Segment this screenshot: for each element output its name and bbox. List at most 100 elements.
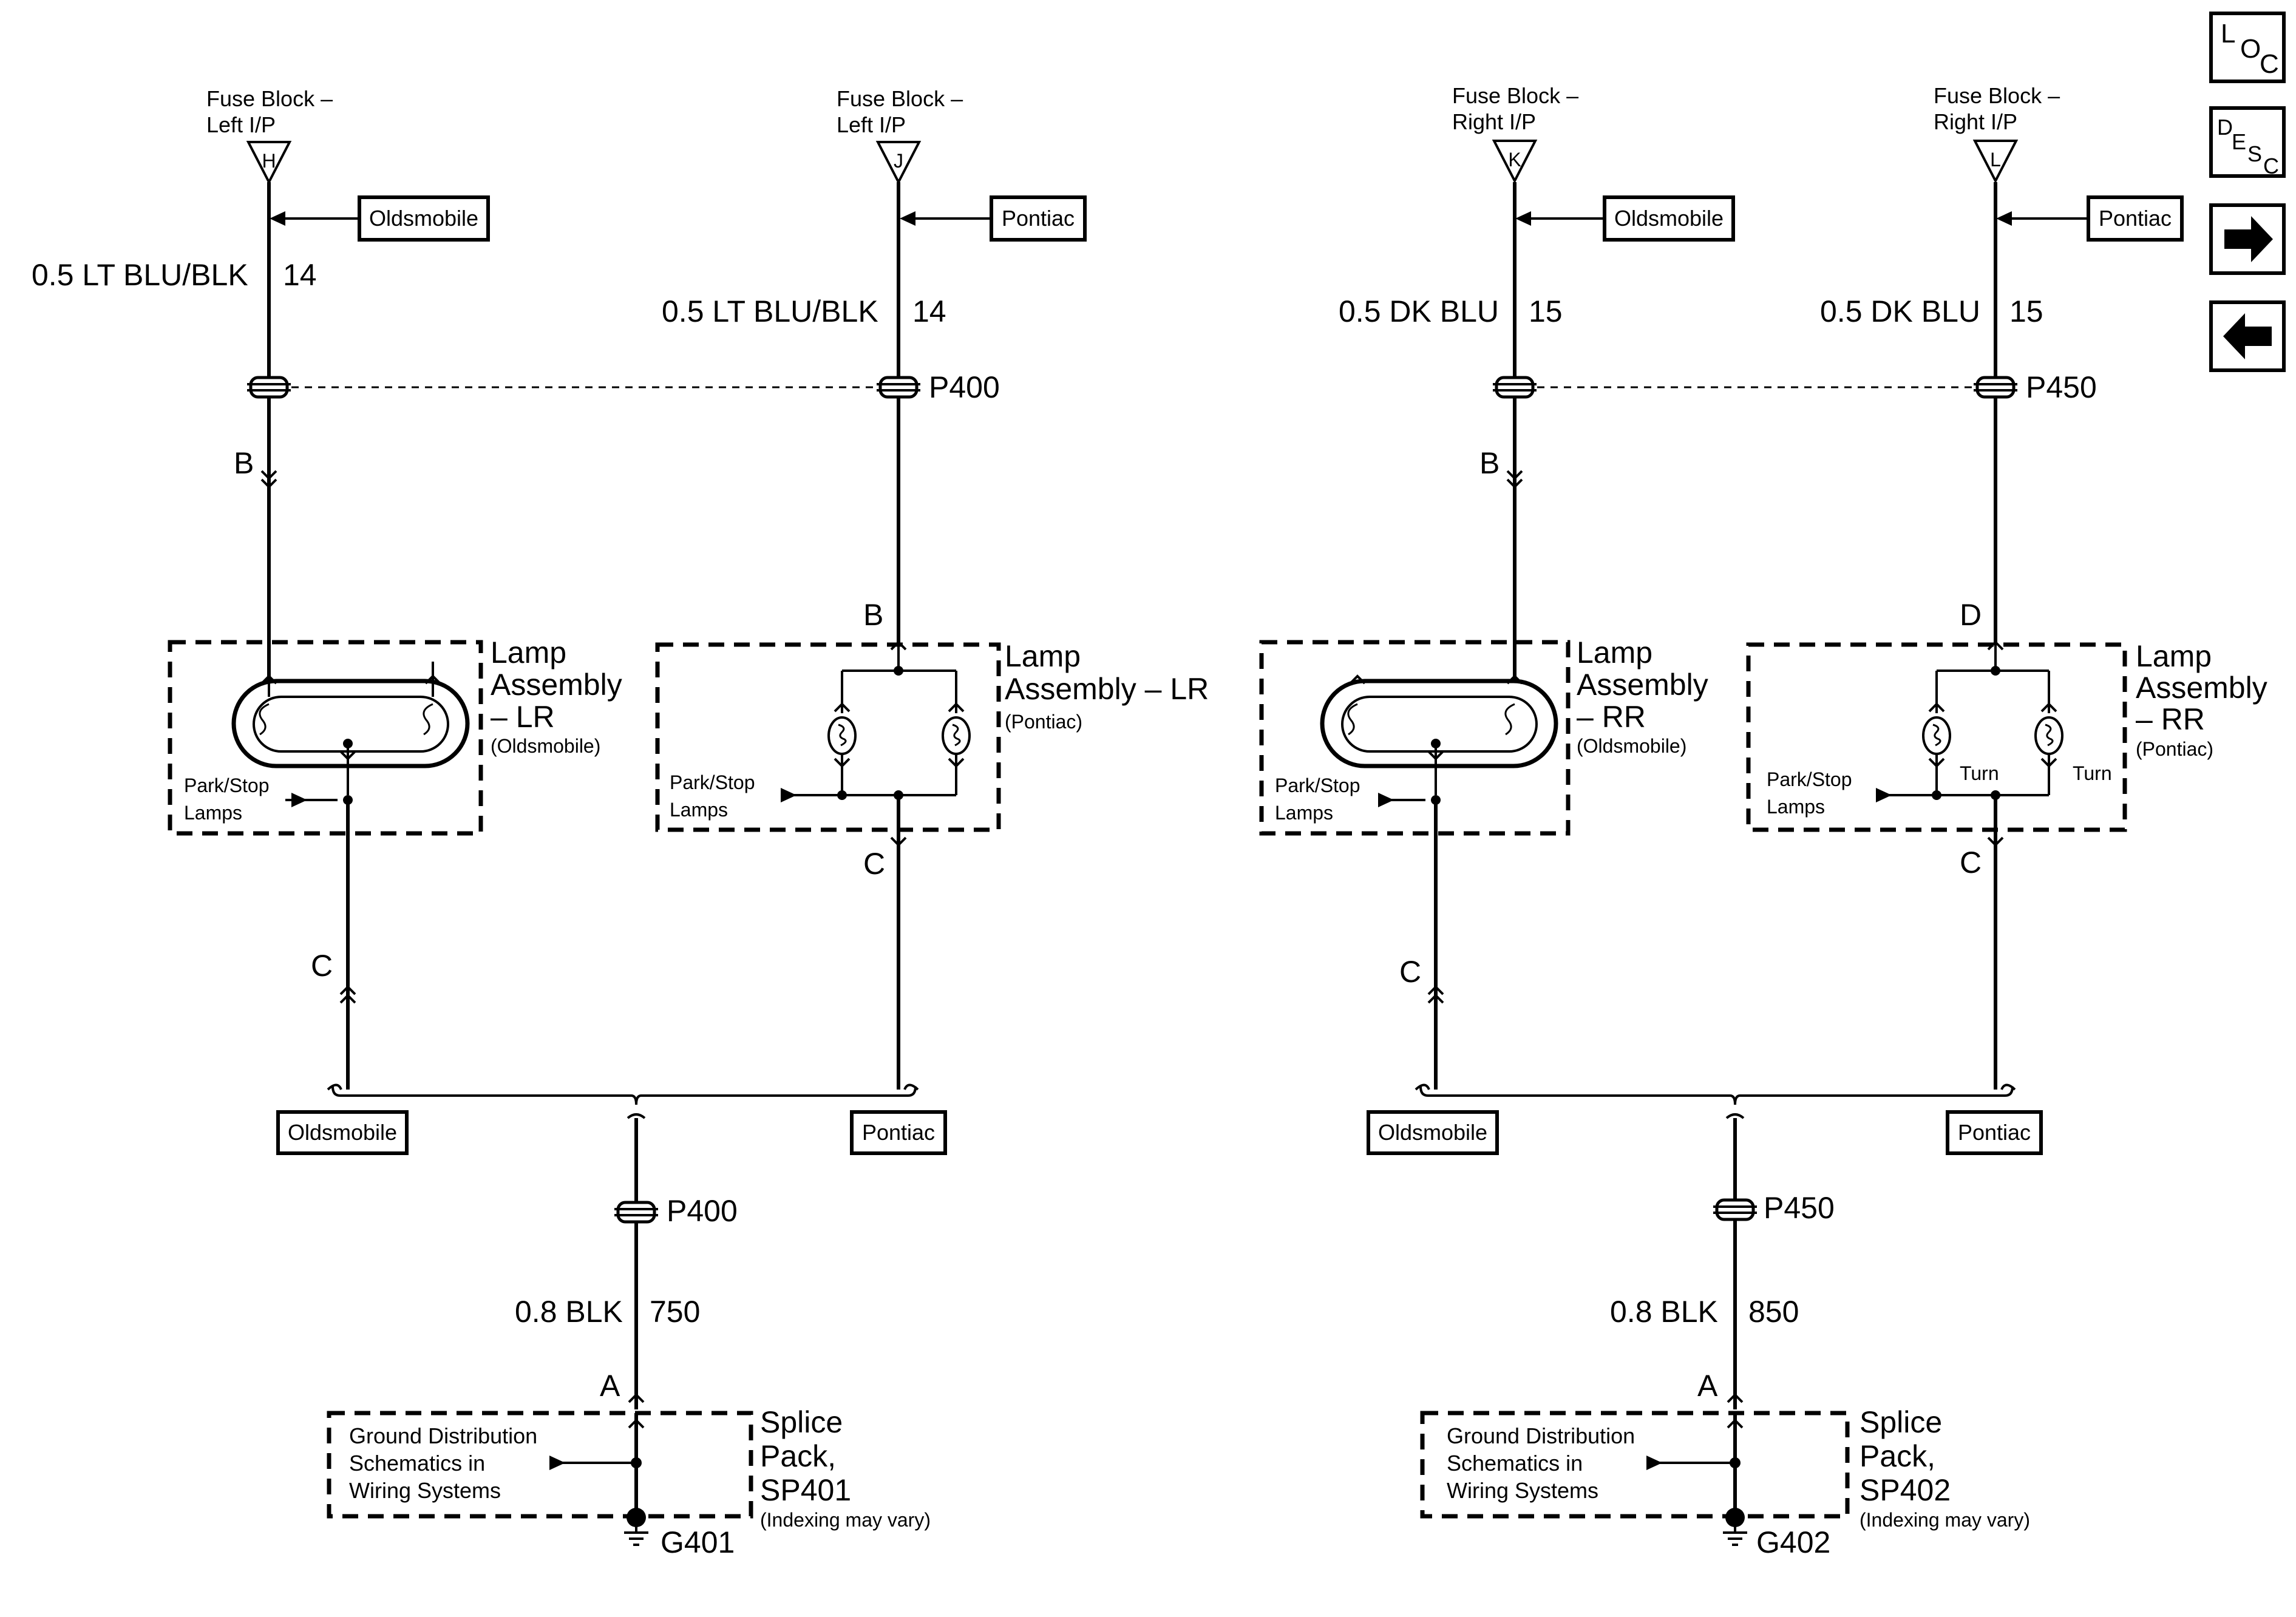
svg-text:0.8 BLK: 0.8 BLK — [515, 1295, 623, 1329]
svg-text:A: A — [1697, 1369, 1718, 1403]
svg-text:G402: G402 — [1756, 1525, 1830, 1559]
svg-text:Assembly: Assembly — [491, 668, 622, 702]
ground-g401: G401 — [624, 1508, 735, 1559]
svg-text:15: 15 — [1529, 294, 1563, 328]
svg-text:Pontiac: Pontiac — [1002, 206, 1075, 231]
option-tag-pontiac-2: Pontiac — [1996, 195, 2184, 242]
svg-text:A: A — [600, 1369, 620, 1403]
svg-text:Fuse Block –: Fuse Block – — [1452, 83, 1578, 108]
fuse-block-l: Fuse Block – Right I/P L — [1934, 83, 2060, 182]
svg-text:B: B — [863, 598, 883, 632]
svg-text:Park/Stop: Park/Stop — [1767, 768, 1852, 790]
svg-text:– RR: – RR — [1577, 700, 1646, 734]
fuse-block-j: Fuse Block – Left I/P J — [837, 86, 963, 183]
svg-text:L: L — [2221, 19, 2235, 49]
fuse-block-k: Fuse Block – Right I/P K — [1452, 83, 1578, 182]
fuse-block-h: Fuse Block – Left I/P H — [206, 86, 333, 183]
ground-g402: G402 — [1723, 1508, 1830, 1559]
lamp-assembly-rr-pontiac: Turn Turn Park/Stop Lamps Lamp Assembly … — [1746, 639, 2267, 832]
svg-text:(Indexing may vary): (Indexing may vary) — [1860, 1509, 2030, 1531]
splice-pack-sp401: Ground Distribution Schematics in Wiring… — [327, 1405, 931, 1531]
svg-text:P450: P450 — [1764, 1191, 1835, 1225]
svg-text:Pack,: Pack, — [760, 1439, 836, 1473]
svg-text:(Oldsmobile): (Oldsmobile) — [491, 735, 600, 757]
svg-text:0.8 BLK: 0.8 BLK — [1610, 1295, 1718, 1329]
svg-text:Right I/P: Right I/P — [1452, 109, 1536, 134]
svg-text:– RR: – RR — [2136, 702, 2205, 736]
svg-text:Right I/P: Right I/P — [1934, 109, 2017, 134]
option-tag-oldsmobile-3: Oldsmobile — [276, 1110, 409, 1155]
svg-text:Pontiac: Pontiac — [862, 1120, 935, 1145]
svg-text:Assembly – LR: Assembly – LR — [1005, 672, 1209, 706]
svg-text:H: H — [262, 150, 276, 172]
svg-text:Oldsmobile: Oldsmobile — [1614, 206, 1724, 231]
svg-text:Ground Distribution: Ground Distribution — [1447, 1423, 1635, 1448]
svg-text:Splice: Splice — [1860, 1405, 1942, 1439]
svg-text:P450: P450 — [2026, 370, 2097, 404]
svg-text:O: O — [2240, 34, 2261, 64]
option-tag-pontiac-4: Pontiac — [1946, 1110, 2043, 1155]
lamp-assembly-rr-oldsmobile: Lamp Assembly – RR (Oldsmobile) Park/Sto… — [1259, 636, 1708, 836]
svg-text:Wiring Systems: Wiring Systems — [1447, 1478, 1598, 1503]
option-tag-oldsmobile-2: Oldsmobile — [1515, 195, 1735, 242]
svg-text:Oldsmobile: Oldsmobile — [369, 206, 478, 231]
svg-text:Pontiac: Pontiac — [1958, 1120, 2031, 1145]
svg-text:850: 850 — [1748, 1295, 1799, 1329]
svg-text:Pontiac: Pontiac — [2099, 206, 2172, 231]
svg-text:0.5 LT BLU/BLK: 0.5 LT BLU/BLK — [32, 258, 248, 292]
svg-text:E: E — [2232, 129, 2246, 154]
svg-text:Schematics in: Schematics in — [349, 1451, 485, 1476]
svg-text:0.5 DK BLU: 0.5 DK BLU — [1820, 294, 1980, 328]
desc-button[interactable]: D E S C — [2209, 106, 2286, 178]
svg-text:L: L — [1990, 149, 2001, 171]
svg-text:Lamp: Lamp — [491, 636, 566, 670]
svg-text:P400: P400 — [929, 370, 1000, 404]
svg-text:Lamps: Lamps — [1275, 802, 1333, 824]
option-tag-oldsmobile-1: Oldsmobile — [270, 195, 490, 242]
svg-text:750: 750 — [650, 1295, 700, 1329]
svg-text:G401: G401 — [661, 1525, 735, 1559]
svg-text:C: C — [2263, 154, 2279, 178]
svg-text:Assembly: Assembly — [1577, 668, 1708, 702]
svg-text:S: S — [2247, 141, 2262, 166]
svg-text:Lamp: Lamp — [1005, 639, 1081, 673]
svg-text:Park/Stop: Park/Stop — [670, 771, 755, 793]
svg-text:C: C — [311, 949, 333, 983]
svg-text:Wiring Systems: Wiring Systems — [349, 1478, 501, 1503]
svg-text:(Pontiac): (Pontiac) — [2136, 738, 2213, 760]
lamp-assembly-lr-pontiac: Park/Stop Lamps Lamp Assembly – LR (Pont… — [655, 639, 1209, 832]
svg-text:P400: P400 — [667, 1194, 738, 1228]
svg-text:Splice: Splice — [760, 1405, 843, 1439]
arrow-left-icon — [2223, 313, 2272, 359]
loc-button[interactable]: L O C — [2209, 12, 2286, 83]
arrow-right-icon — [2224, 216, 2273, 262]
svg-text:Park/Stop: Park/Stop — [1275, 775, 1360, 796]
svg-text:D: D — [1960, 598, 1982, 632]
svg-text:Lamp: Lamp — [1577, 636, 1652, 670]
option-tag-oldsmobile-4: Oldsmobile — [1367, 1110, 1499, 1155]
svg-text:C: C — [1960, 846, 1982, 880]
svg-text:Schematics in: Schematics in — [1447, 1451, 1583, 1476]
svg-text:B: B — [234, 446, 254, 480]
svg-text:Oldsmobile: Oldsmobile — [288, 1120, 397, 1145]
svg-text:SP402: SP402 — [1860, 1473, 1951, 1507]
svg-text:(Indexing may vary): (Indexing may vary) — [760, 1509, 931, 1531]
svg-text:14: 14 — [283, 258, 317, 292]
svg-text:0.5 LT BLU/BLK: 0.5 LT BLU/BLK — [662, 294, 878, 328]
option-tag-pontiac-1: Pontiac — [900, 195, 1087, 242]
svg-text:J: J — [894, 150, 903, 172]
svg-text:Assembly: Assembly — [2136, 671, 2267, 705]
svg-text:B: B — [1479, 446, 1500, 480]
svg-text:(Pontiac): (Pontiac) — [1005, 711, 1082, 733]
splice-pack-sp402: Ground Distribution Schematics in Wiring… — [1420, 1405, 2030, 1531]
svg-text:– LR: – LR — [491, 700, 555, 734]
prev-page-button[interactable] — [2209, 300, 2286, 372]
svg-text:Lamps: Lamps — [1767, 796, 1825, 818]
next-page-button[interactable] — [2209, 203, 2286, 275]
svg-text:Turn: Turn — [2073, 762, 2112, 784]
svg-text:Pack,: Pack, — [1860, 1439, 1935, 1473]
svg-text:SP401: SP401 — [760, 1473, 851, 1507]
svg-text:14: 14 — [912, 294, 946, 328]
option-tag-pontiac-3: Pontiac — [850, 1110, 947, 1155]
